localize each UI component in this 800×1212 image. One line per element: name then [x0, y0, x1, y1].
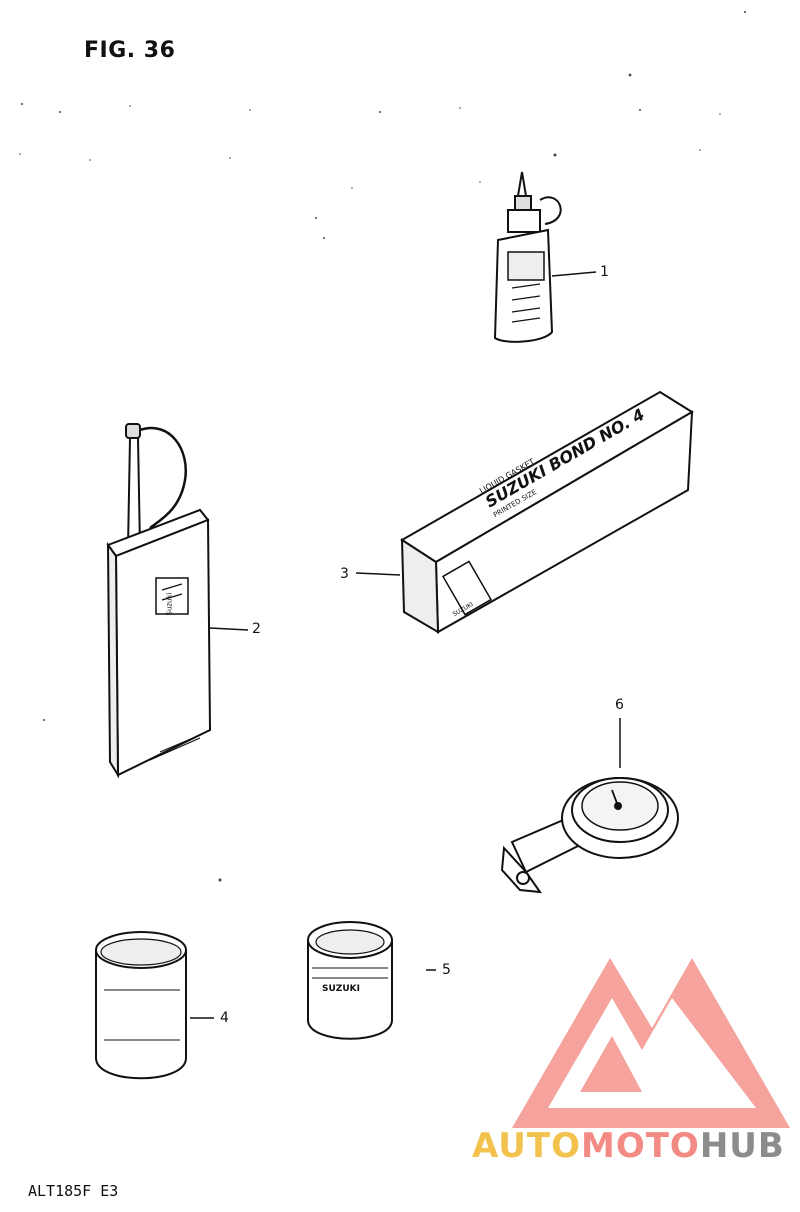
paint-can-part-5 — [307, 921, 393, 1040]
figure-code: ALT185F E3 — [28, 1182, 119, 1200]
oil-bottle-part-1 — [493, 171, 562, 343]
bond-box-part-3 — [400, 390, 694, 634]
print-noise — [19, 11, 746, 882]
leader-lines — [190, 271, 621, 1019]
callout-6: 6 — [615, 697, 624, 713]
paint-can-label: SUZUKI — [322, 984, 360, 994]
callout-4: 4 — [220, 1010, 229, 1026]
callout-1: 1 — [600, 264, 609, 280]
tall-can-part-4 — [95, 931, 187, 1080]
pressure-gauge-part-6 — [500, 777, 679, 894]
watermark-text: AUTOMOTOHUB — [472, 1126, 785, 1166]
callout-3: 3 — [340, 566, 349, 582]
tin-can-part-2 — [106, 423, 212, 779]
watermark-text-auto: AUTO — [472, 1126, 581, 1166]
tin-can-label: Suzuki — [165, 592, 174, 616]
watermark-text-moto: MOTO — [580, 1126, 700, 1166]
callout-5: 5 — [442, 962, 451, 978]
watermark-logo — [512, 958, 790, 1128]
figure-title: FIG. 36 — [84, 38, 176, 63]
watermark-text-hub: HUB — [699, 1126, 785, 1166]
callout-2: 2 — [252, 621, 261, 637]
